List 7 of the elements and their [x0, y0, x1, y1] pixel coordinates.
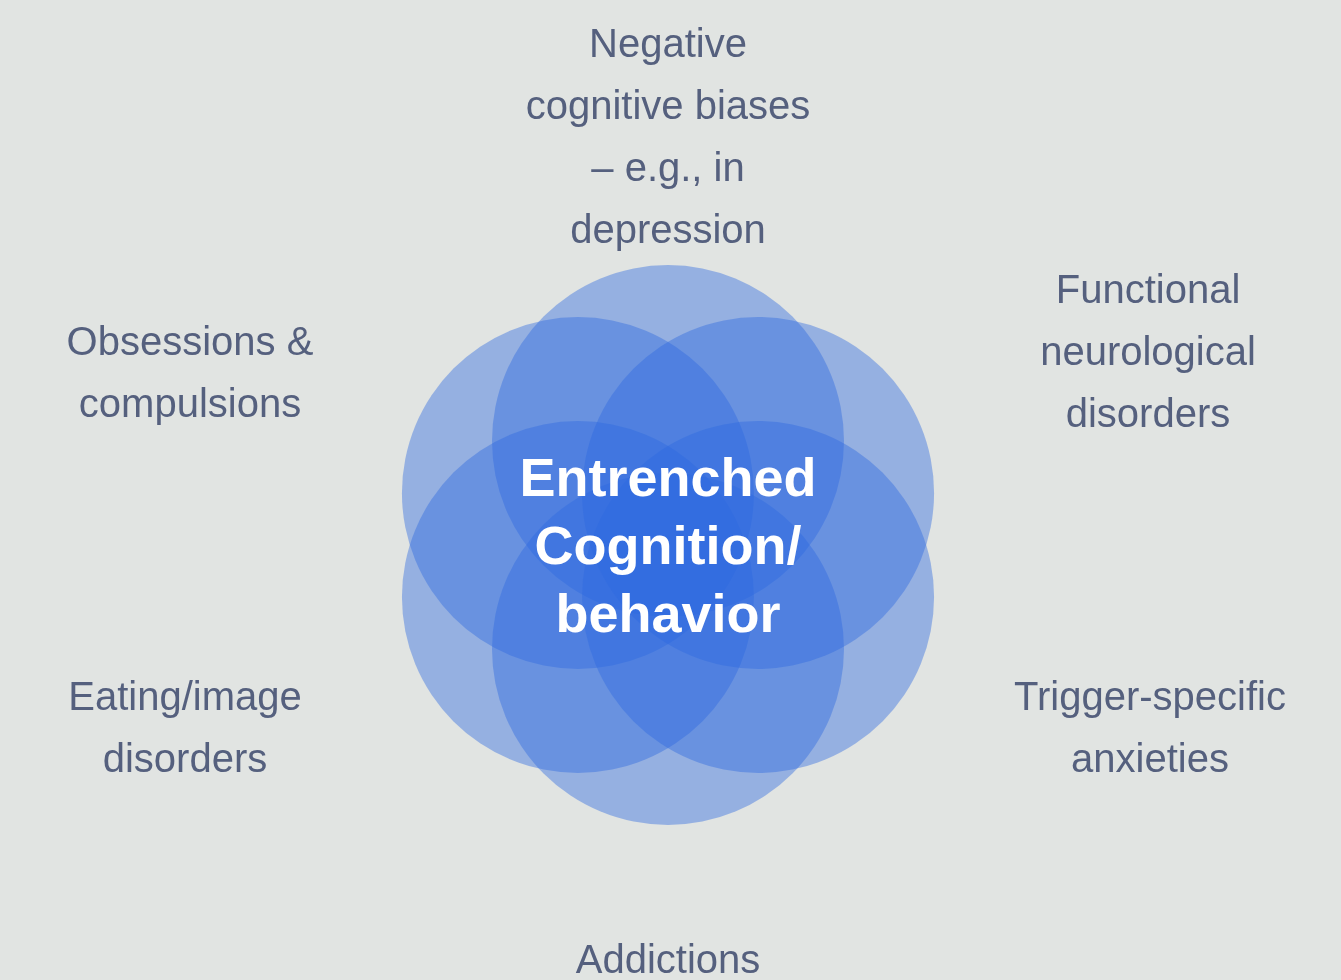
condition-label: Eating/image disorders [67, 673, 303, 782]
condition-label: Trigger-specific anxieties [1013, 673, 1287, 782]
condition-label: Negative cognitive biases – e.g., in depression [524, 20, 812, 253]
condition-label: Functional neurological disorders [1039, 266, 1257, 437]
condition-label: Obsessions & compulsions [65, 318, 315, 427]
condition-label: Addictions [574, 936, 762, 980]
center-title: Entrenched Cognition/ behavior [518, 446, 818, 645]
